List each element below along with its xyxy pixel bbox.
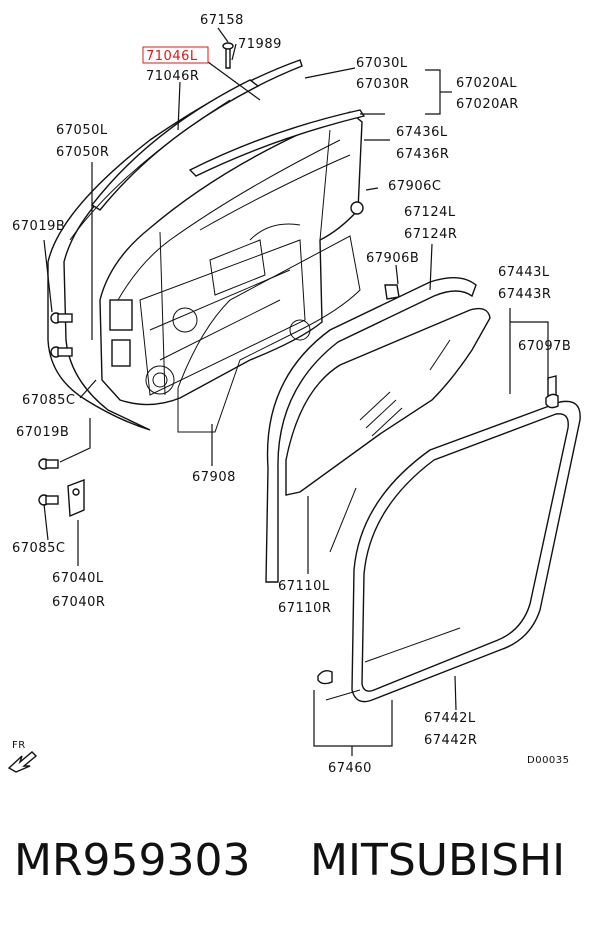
label-67097B: 67097B — [518, 339, 571, 354]
label-67110R: 67110R — [278, 601, 331, 616]
label-67030L: 67030L — [356, 56, 408, 71]
label-67124L: 67124L — [404, 205, 456, 220]
door-panel-drawing — [47, 59, 400, 433]
label-67020AL: 67020AL — [456, 76, 517, 91]
label-67158: 67158 — [200, 13, 244, 28]
label-67110L: 67110L — [278, 579, 330, 594]
label-67442L: 67442L — [424, 711, 476, 726]
label-67906B: 67906B — [366, 251, 419, 266]
label-71989: 71989 — [238, 37, 282, 52]
label-67020AR: 67020AR — [456, 97, 519, 112]
label-67040L: 67040L — [52, 571, 104, 586]
front-direction-arrow-icon — [7, 751, 38, 773]
label-67460: 67460 — [328, 761, 372, 776]
label-67906C: 67906C — [388, 179, 441, 194]
label-67085C-lower: 67085C — [12, 541, 65, 556]
label-71046L: 71046L — [146, 49, 198, 64]
label-67030R: 67030R — [356, 77, 409, 92]
label-67085C-upper: 67085C — [22, 393, 75, 408]
weatherstrip-drawing — [317, 375, 581, 703]
label-67019B-lower: 67019B — [16, 425, 69, 440]
label-67050L: 67050L — [56, 123, 108, 138]
label-71046R: 71046R — [146, 69, 199, 84]
footer: MR959303 MITSUBISHI — [0, 835, 600, 905]
door-parts-diagram: 67158 71046L 71989 71046R 67030L 67030R … — [7, 13, 581, 776]
label-67040R: 67040R — [52, 595, 105, 610]
label-67443L: 67443L — [498, 265, 550, 280]
diagram-code: D00035 — [527, 755, 570, 766]
label-67019B-upper: 67019B — [12, 219, 65, 234]
label-67436L: 67436L — [396, 125, 448, 140]
brand-name: MITSUBISHI — [310, 835, 566, 886]
label-67443R: 67443R — [498, 287, 551, 302]
label-fr: FR — [12, 740, 26, 751]
label-71046L-highlight-box — [142, 46, 209, 64]
part-labels: 67158 71046L 71989 71046R 67030L 67030R … — [12, 13, 571, 776]
label-67124R: 67124R — [404, 227, 457, 242]
part-number: MR959303 — [14, 835, 251, 886]
fasteners-drawing — [38, 42, 234, 518]
door-glass-drawing — [265, 277, 491, 583]
leader-lines — [43, 27, 549, 756]
label-67436R: 67436R — [396, 147, 449, 162]
label-67050R: 67050R — [56, 145, 109, 160]
label-67908: 67908 — [192, 470, 236, 485]
label-67442R: 67442R — [424, 733, 477, 748]
